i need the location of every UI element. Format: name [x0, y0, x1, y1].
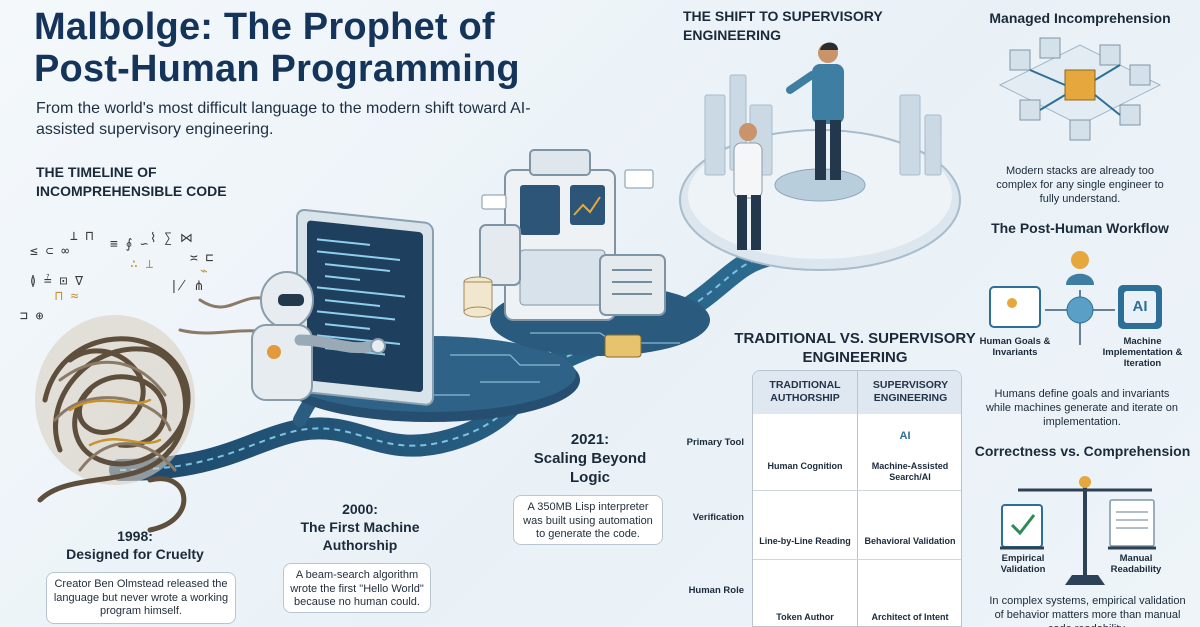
ai-chip-icon: AI — [1132, 298, 1148, 315]
tangled-code-mass: ≤ ⊂ ∞ ⊥ ⊓ ≡ ∮ ∽ ⌇ ∑ ⋈ ≍ ⊏ ≬ ≟ ⊡ ∇ ⊐ ⊕ ∤ … — [20, 229, 322, 533]
timeline-heading: THE TIMELINE OF INCOMPREHENSIBLE CODE — [36, 164, 227, 199]
svg-text:⊐ ⊕: ⊐ ⊕ — [20, 309, 44, 324]
milestone-1998-heading: 1998: Designed for Cruelty — [50, 527, 220, 563]
correctness-description: In complex systems, empirical validation… — [989, 595, 1186, 627]
shift-heading: THE SHIFT TO SUPERVISORY ENGINEERING — [683, 8, 883, 43]
workflow-description: Humans define goals and invariants while… — [985, 388, 1178, 428]
column-header-traditional: TRADITIONAL AUTHORSHIP — [753, 371, 858, 414]
ai-chip-icon: AI — [899, 430, 911, 442]
row-divider — [753, 490, 961, 491]
cell-supervisory-role: Architect of Intent — [871, 612, 949, 622]
svg-text:≤ ⊂ ∞: ≤ ⊂ ∞ — [30, 244, 69, 259]
page-subtitle: From the world's most difficult language… — [36, 100, 531, 138]
empirical-validation-label: Empirical Validation — [1000, 553, 1046, 575]
column-header-supervisory: SUPERVISORY ENGINEERING — [858, 371, 961, 414]
milestone-2021-heading: 2021: Scaling Beyond Logic — [520, 430, 660, 487]
row-label-verification: Verification — [692, 512, 744, 523]
comparison-heading: TRADITIONAL VS. SUPERVISORY ENGINEERING — [734, 330, 976, 366]
workflow-graphic — [989, 251, 1162, 345]
comparison-table: TRADITIONAL AUTHORSHIP SUPERVISORY ENGIN… — [752, 370, 962, 627]
svg-text:⊥ ⊓: ⊥ ⊓ — [70, 229, 94, 244]
svg-text:⊓ ≈: ⊓ ≈ — [55, 289, 79, 304]
workflow-heading: The Post-Human Workflow — [991, 220, 1169, 236]
cell-traditional-verification: Line-by-Line Reading — [759, 536, 851, 546]
cell-traditional-role: Token Author — [776, 612, 834, 622]
milestone-2000-callout: A beam-search algorithm wrote the first … — [283, 563, 431, 613]
svg-text:≬ ≟ ⊡ ∇: ≬ ≟ ⊡ ∇ — [30, 274, 83, 289]
page-title: Malbolge: The Prophet of Post-Human Prog… — [34, 6, 520, 90]
supervisory-platform — [679, 42, 961, 271]
svg-text:⌁: ⌁ — [200, 264, 208, 279]
milestone-2000-heading: 2000: The First Machine Authorship — [280, 500, 440, 554]
milestone-title: Designed for Cruelty — [66, 546, 204, 562]
milestone-year: 2000: — [342, 501, 378, 517]
robot-at-computer — [251, 209, 434, 406]
server-machine — [463, 149, 666, 358]
balance-scale-graphic — [1000, 476, 1156, 585]
milestone-2021-callout: A 350MB Lisp interpreter was built using… — [513, 495, 663, 545]
workflow-human-label: Human Goals & Invariants — [979, 336, 1051, 358]
row-divider — [753, 559, 961, 560]
column-divider — [857, 414, 858, 626]
workflow-machine-label: Machine Implementation & Iteration — [1102, 336, 1183, 369]
manual-readability-label: Manual Readability — [1110, 553, 1162, 575]
svg-text:⌇ ∑ ⋈: ⌇ ∑ ⋈ — [150, 231, 193, 246]
svg-text:≡ ∮ ∽: ≡ ∮ ∽ — [110, 237, 148, 252]
milestone-year: 2021: — [570, 431, 610, 448]
svg-text:∴ ⊥: ∴ ⊥ — [130, 257, 154, 272]
milestone-year: 1998: — [117, 528, 153, 544]
stack-graphic — [998, 37, 1162, 141]
cell-supervisory-verification: Behavioral Validation — [864, 536, 956, 546]
svg-text:∤ ⋔: ∤ ⋔ — [170, 279, 204, 294]
row-label-human-role: Human Role — [688, 585, 744, 596]
svg-text:≍ ⊏: ≍ ⊏ — [190, 251, 214, 266]
cell-traditional-tool: Human Cognition — [767, 461, 843, 471]
milestone-title: Scaling Beyond Logic — [533, 450, 647, 486]
milestone-1998-callout: Creator Ben Olmstead released the langua… — [46, 572, 236, 624]
correctness-heading: Correctness vs. Comprehension — [974, 443, 1191, 459]
row-label-primary-tool: Primary Tool — [686, 437, 744, 448]
managed-heading: Managed Incomprehension — [989, 10, 1171, 26]
milestone-title: The First Machine Authorship — [300, 519, 420, 553]
managed-description: Modern stacks are already too complex fo… — [996, 165, 1164, 205]
cell-supervisory-tool: Machine-Assisted Search/AI — [871, 461, 949, 482]
